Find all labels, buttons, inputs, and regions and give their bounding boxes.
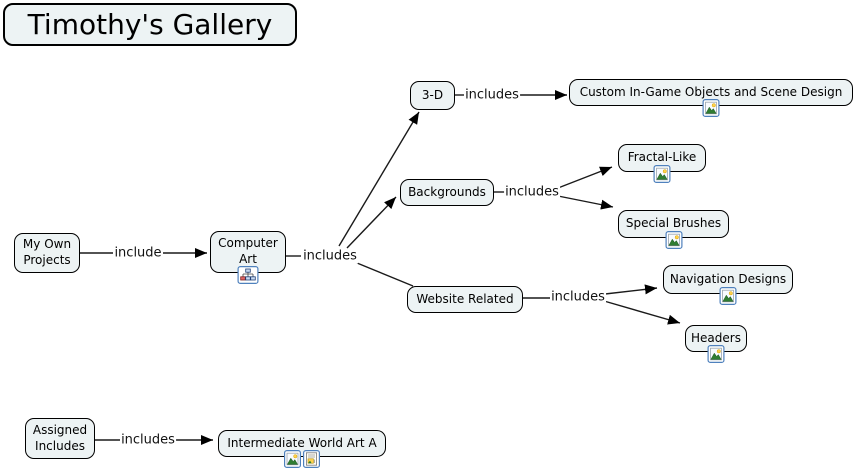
concept-3d[interactable]: 3-D	[410, 81, 455, 110]
concept-label: Navigation Designs	[669, 271, 787, 286]
link-label-to-3d[interactable]	[338, 111, 420, 247]
concept-label: Special Brushes	[625, 216, 722, 231]
concept-label: Custom In-Game Objects and Scene Design	[579, 84, 843, 99]
concept-headers[interactable]: Headers	[685, 325, 747, 363]
concept-intermediate-world-art[interactable]: Intermediate World Art A	[218, 430, 386, 468]
concept-label: Headers	[691, 330, 741, 345]
concept-backgrounds[interactable]: Backgrounds	[400, 179, 494, 206]
image-icon[interactable]	[702, 99, 720, 117]
concept-label: Website Related	[416, 291, 514, 306]
link-label-to-backgrounds[interactable]	[346, 196, 397, 249]
concept-label: Backgrounds	[408, 184, 486, 199]
document-image-icon[interactable]	[303, 450, 320, 468]
link-label-includes-3d[interactable]: includes	[464, 87, 520, 103]
concept-map-icon[interactable]	[237, 266, 259, 284]
image-icon[interactable]	[653, 165, 671, 183]
image-icon[interactable]	[665, 231, 682, 249]
concept-label: Assigned Includes	[32, 422, 88, 453]
link-label-to-websiterelated[interactable]	[356, 262, 414, 287]
concept-fractal-like[interactable]: Fractal-Like	[618, 144, 706, 183]
image-icon[interactable]	[707, 345, 725, 363]
link-label-to-headers[interactable]	[603, 300, 681, 325]
link-label-includes-assigned[interactable]: includes	[120, 432, 176, 448]
concept-label: Intermediate World Art A	[227, 435, 377, 450]
map-title-label: Timothy's Gallery	[27, 8, 273, 41]
concept-custom-ingame[interactable]: Custom In-Game Objects and Scene Design	[569, 79, 853, 117]
link-label-to-fractal[interactable]	[557, 166, 613, 189]
map-title[interactable]: Timothy's Gallery	[3, 3, 297, 46]
image-icon[interactable]	[284, 450, 301, 468]
concept-label: Computer Art	[218, 236, 278, 266]
concept-special-brushes[interactable]: Special Brushes	[618, 210, 729, 249]
link-label-to-specialbrushes[interactable]	[557, 195, 614, 210]
link-label-include[interactable]: include	[113, 245, 163, 261]
concept-label: My Own Projects	[22, 237, 72, 267]
link-label-includes-backgrounds[interactable]: includes	[504, 184, 560, 200]
concept-label: Fractal-Like	[627, 150, 697, 165]
concept-website-related[interactable]: Website Related	[407, 286, 523, 313]
link-label-includes-website[interactable]: includes	[550, 289, 606, 305]
image-icon[interactable]	[719, 287, 737, 305]
concept-my-own-projects[interactable]: My Own Projects	[14, 233, 80, 273]
concept-navigation-designs[interactable]: Navigation Designs	[663, 265, 793, 305]
link-label-to-navigation[interactable]	[604, 284, 658, 295]
concept-assigned-includes[interactable]: Assigned Includes	[25, 418, 95, 459]
concept-computer-art[interactable]: Computer Art	[210, 231, 286, 284]
link-label-includes-main[interactable]: includes	[302, 248, 358, 264]
concept-label: 3-D	[421, 87, 444, 102]
